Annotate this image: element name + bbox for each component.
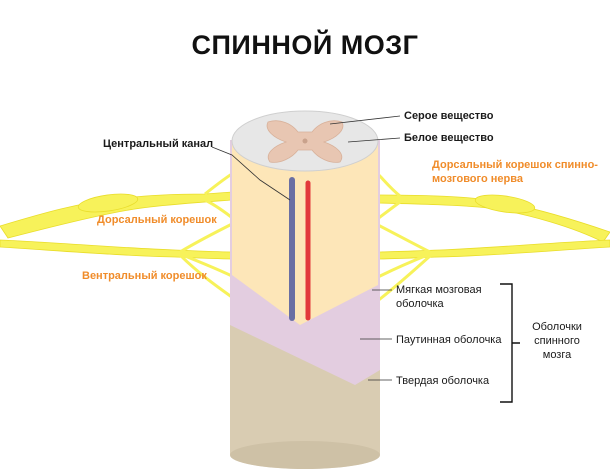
label-dorsal-root-nerve-line2: мозгового нерва bbox=[432, 173, 523, 185]
pia-mater bbox=[232, 140, 378, 325]
page-title: СПИННОЙ МОЗГ bbox=[191, 30, 419, 60]
label-dorsal-root: Дорсальный корешок bbox=[97, 214, 217, 226]
label-ventral-root: Вентральный корешок bbox=[82, 270, 207, 282]
label-central-canal: Центральный канал bbox=[103, 138, 214, 150]
right-dorsal-ganglion bbox=[474, 194, 536, 214]
label-pia-line2: оболочка bbox=[396, 298, 444, 310]
label-dura: Твердая оболочка bbox=[396, 375, 490, 387]
label-pia-line1: Мягкая мозговая bbox=[396, 284, 482, 296]
label-meninges-line2: спинного bbox=[534, 335, 580, 347]
leader-lines bbox=[211, 115, 401, 381]
cylinder-bottom-edge bbox=[230, 441, 380, 469]
meninges-bracket bbox=[500, 283, 520, 403]
nerve-roots bbox=[0, 170, 610, 304]
label-white-matter: Белое вещество bbox=[404, 132, 494, 144]
label-meninges-line3: мозга bbox=[542, 349, 572, 361]
central-canal bbox=[302, 138, 308, 144]
label-meninges-line1: Оболочки bbox=[532, 321, 582, 333]
left-ventral-root bbox=[0, 239, 236, 260]
label-dorsal-root-nerve-line1: Дорсальный корешок спинно- bbox=[432, 159, 598, 171]
label-arachnoid: Паутинная оболочка bbox=[396, 334, 502, 346]
left-dorsal-ganglion bbox=[77, 193, 139, 213]
label-grey-matter: Серое вещество bbox=[404, 110, 494, 122]
